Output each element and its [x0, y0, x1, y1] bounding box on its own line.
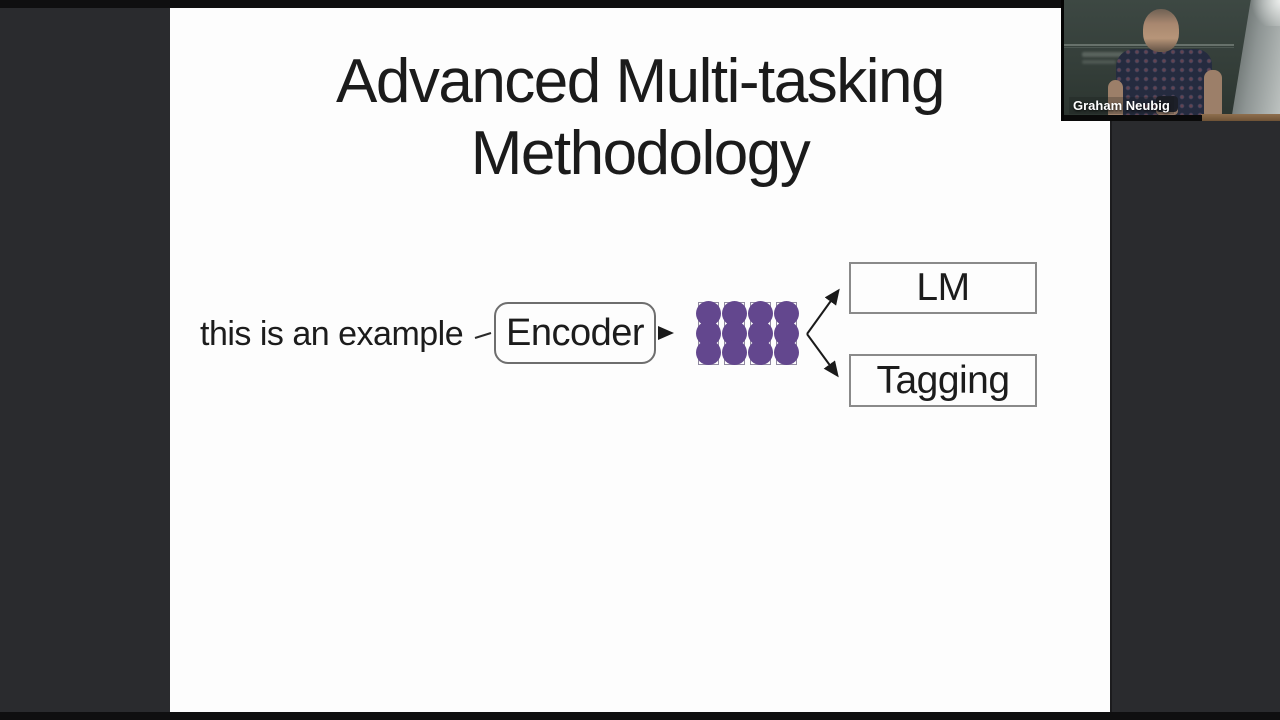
- slide-title-line1: Advanced Multi-tasking: [336, 47, 945, 116]
- speaker-head: [1143, 9, 1179, 52]
- encoder-box: Encoder: [494, 302, 656, 364]
- output-box-lm: LM: [849, 262, 1037, 314]
- output-box-tagging: Tagging: [849, 354, 1037, 407]
- speaker-name-label: Graham Neubig: [1069, 97, 1174, 114]
- slide-title: Advanced Multi-tasking Methodology: [170, 46, 1110, 190]
- letterbox-top: [0, 0, 1280, 8]
- slide-title-line2: Methodology: [470, 119, 811, 188]
- embedding-dot: [748, 340, 773, 365]
- embedding-vectors: [696, 301, 799, 365]
- speaker-hands: [1156, 96, 1178, 112]
- embedding-dot: [696, 340, 721, 365]
- diagram-input-text: this is an example: [200, 315, 464, 353]
- embedding-column: [774, 301, 799, 365]
- presentation-slide: Advanced Multi-tasking Methodology this …: [170, 8, 1112, 712]
- encoder-label: Encoder: [505, 311, 645, 354]
- embedding-dot: [722, 340, 747, 365]
- chalk-writing-mark: [1082, 52, 1124, 57]
- tagging-label: Tagging: [876, 358, 1010, 402]
- speaker-left-arm: [1108, 80, 1123, 121]
- webcam-overlay: Graham Neubig: [1061, 0, 1280, 121]
- screen-glare: [1249, 0, 1280, 26]
- lm-label: LM: [916, 266, 970, 309]
- embedding-column: [722, 301, 747, 365]
- webcam-bottom-bar: [1064, 115, 1202, 121]
- embedding-column: [696, 301, 721, 365]
- letterbox-bottom: [0, 712, 1280, 720]
- chalk-tray: [1201, 114, 1280, 121]
- speaker-right-arm: [1204, 70, 1222, 121]
- embedding-dot: [774, 340, 799, 365]
- embedding-column: [748, 301, 773, 365]
- chalk-writing-mark-2: [1082, 60, 1116, 64]
